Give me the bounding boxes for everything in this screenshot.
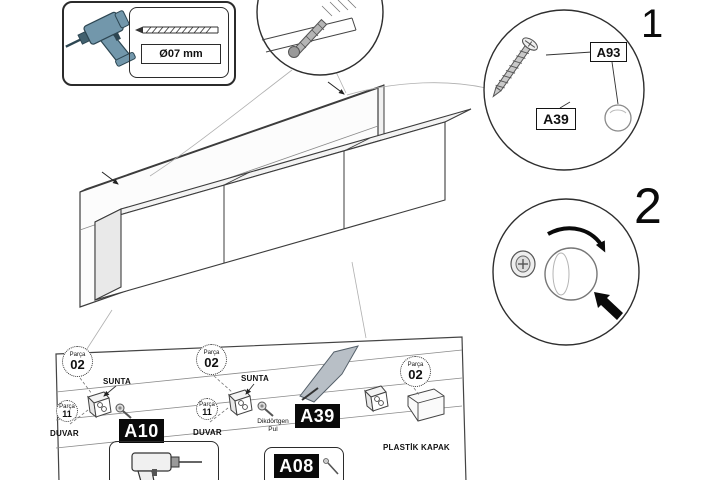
part-02-badge: Parça 02 — [62, 346, 93, 377]
washer-name-line1: Dikdörtgen — [257, 418, 289, 425]
washer-name-label: Dikdörtgen Pul — [252, 418, 294, 434]
part-number: 02 — [204, 355, 219, 370]
screw-part-label: A39 — [536, 108, 576, 130]
part-number: 02 — [408, 367, 423, 382]
part-11-badge: Parça 11 — [56, 400, 78, 422]
part-number: 02 — [70, 357, 85, 372]
cap-part-label: A93 — [590, 42, 627, 62]
main-illustration-art — [79, 81, 472, 308]
chipboard-label: SUNTA — [103, 377, 131, 386]
wall-label: DUVAR — [193, 428, 222, 437]
screw-pack-box — [264, 447, 344, 480]
part-11-badge: Parça 11 — [196, 398, 218, 420]
callout-1-art — [483, 9, 645, 171]
part-number: 11 — [202, 406, 212, 417]
part-word: Parça — [59, 403, 75, 410]
part-word: Parça — [203, 350, 220, 356]
drill-top-art — [65, 10, 136, 67]
drilling-detail-callout-art — [256, 0, 384, 76]
drill-box-bottom — [109, 441, 219, 480]
part-02-badge: Parça 02 — [400, 356, 431, 387]
washer-name-line2: Pul — [268, 425, 278, 433]
drill-bit-art — [135, 26, 219, 34]
wall-label: DUVAR — [50, 429, 79, 438]
part-number: 11 — [62, 408, 72, 419]
callout-2-art — [492, 198, 640, 346]
screw-pack-label: A08 — [274, 454, 319, 478]
part-word: Parça — [407, 362, 424, 368]
a08-screws-art — [323, 458, 339, 475]
step-1-number: 1 — [641, 2, 664, 46]
drill-bit-diameter-label: Ø07 mm — [141, 44, 221, 64]
step-2-number: 2 — [634, 178, 662, 234]
plastic-cap-label: PLASTİK KAPAK — [383, 443, 450, 452]
drill-bottom-art — [131, 452, 202, 480]
tool-info-box — [62, 1, 236, 86]
drill-bit-box — [129, 7, 229, 78]
part-02-badge: Parça 02 — [196, 344, 227, 375]
part-word: Parça — [69, 352, 86, 358]
part-word: Parça — [199, 401, 215, 408]
chipboard-label: SUNTA — [241, 374, 269, 383]
washer-pack-label: A39 — [295, 404, 340, 428]
leader-lines-art — [84, 69, 487, 353]
bracket-pack-label: A10 — [119, 419, 164, 443]
